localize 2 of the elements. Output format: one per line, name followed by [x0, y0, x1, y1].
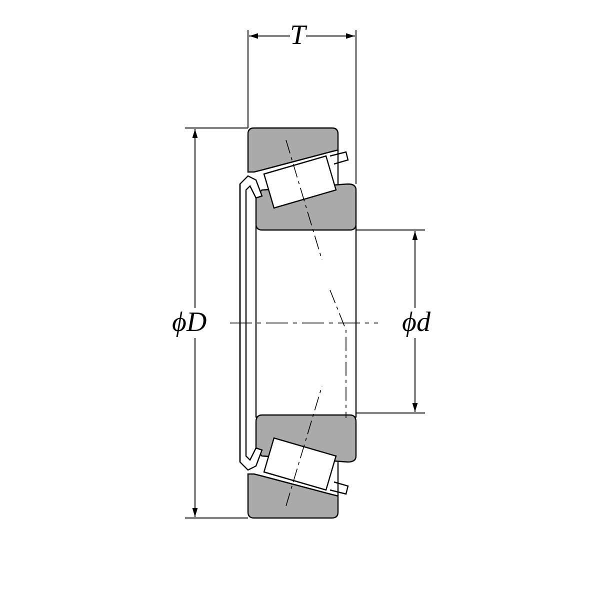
- dimension-label: ϕd: [402, 308, 430, 338]
- dimension-label: ϕD: [172, 308, 207, 338]
